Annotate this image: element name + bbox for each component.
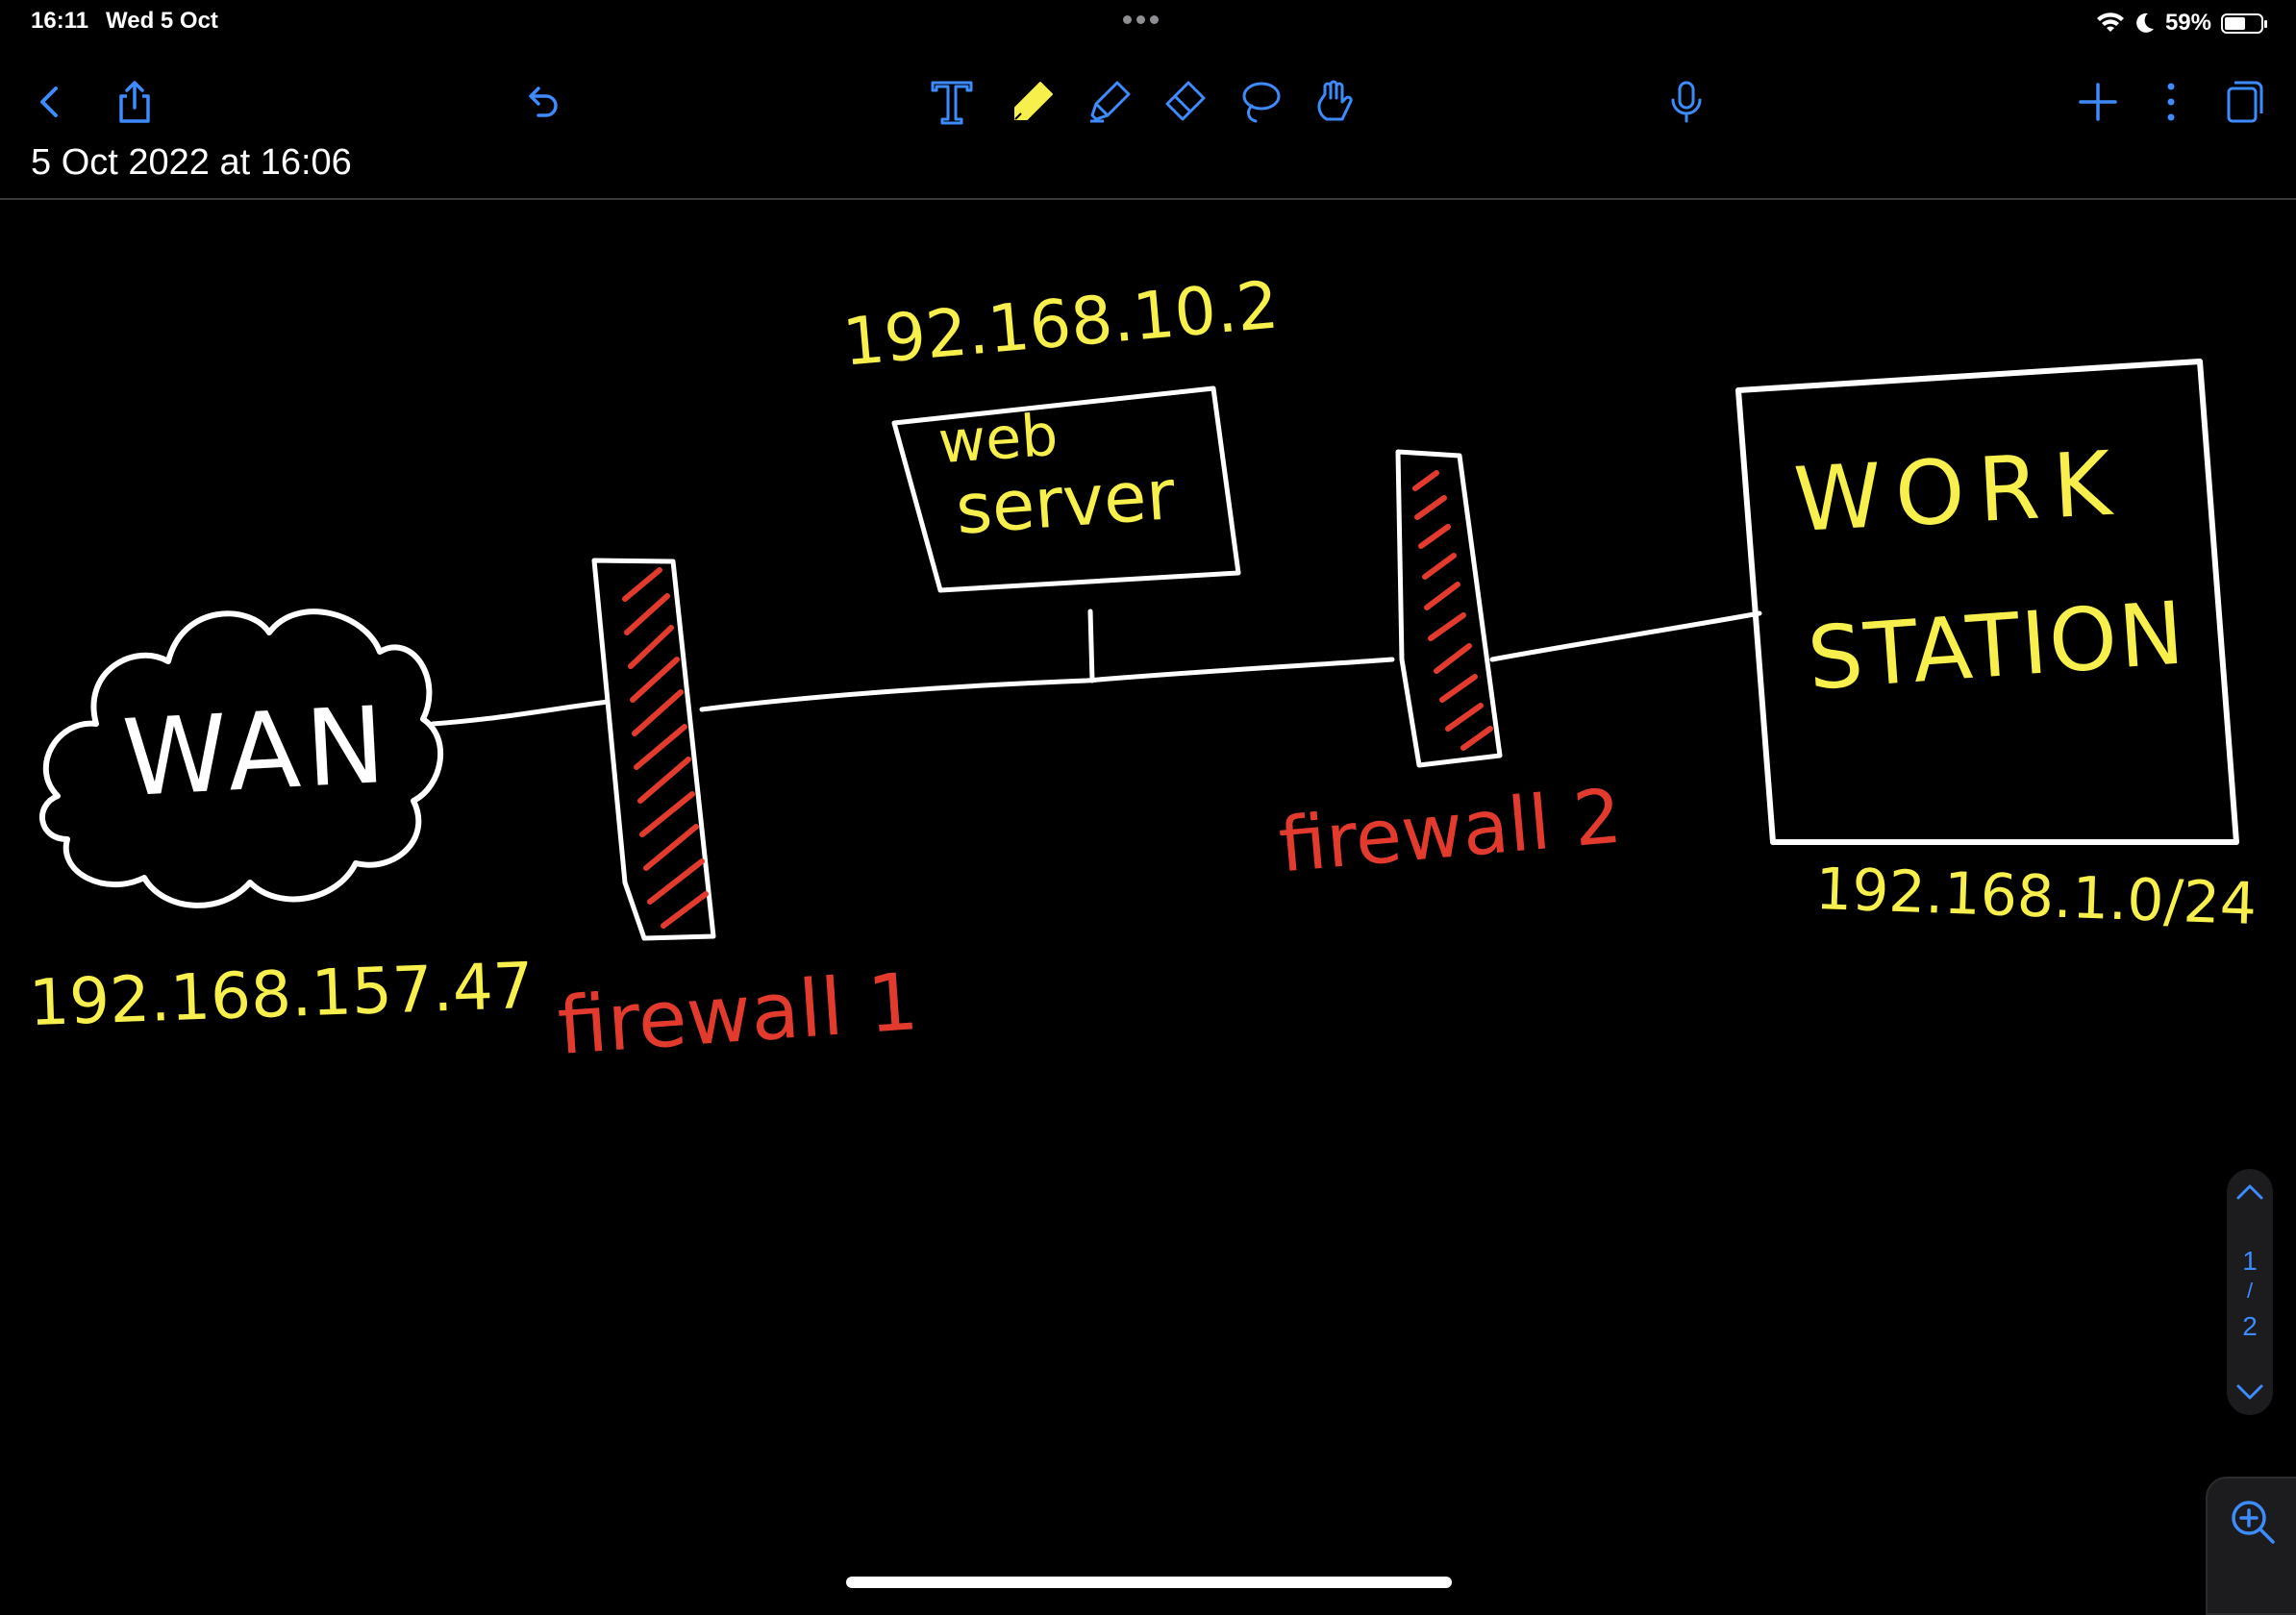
- wan-cloud: [39, 609, 443, 908]
- lasso-icon: [1242, 82, 1281, 123]
- wan-label: WAN: [119, 683, 394, 821]
- status-date: Wed 5 Oct: [106, 8, 218, 34]
- touch-draw-button[interactable]: [1306, 73, 1363, 131]
- zoom-in-icon: [2232, 1501, 2275, 1544]
- lasso-tool-button[interactable]: [1231, 73, 1288, 131]
- page-down-icon[interactable]: [2236, 1382, 2263, 1402]
- undo-button[interactable]: [513, 73, 571, 131]
- add-icon: [2079, 83, 2117, 121]
- share-button[interactable]: [106, 73, 163, 131]
- page-separator: /: [2246, 1279, 2254, 1303]
- page-up-icon[interactable]: [2236, 1182, 2263, 1202]
- workstation-box: [1735, 359, 2239, 845]
- pages-button[interactable]: [2215, 73, 2273, 131]
- back-icon: [40, 87, 58, 117]
- record-audio-button[interactable]: [1658, 73, 1715, 131]
- multitasking-dots-icon[interactable]: [1123, 12, 1173, 31]
- eraser-tool-button[interactable]: [1156, 73, 1213, 131]
- pages-icon: [2227, 81, 2263, 123]
- toolbar: [0, 58, 2296, 144]
- web-server-box: [891, 385, 1241, 593]
- undo-icon: [529, 87, 558, 117]
- moon-icon: [2136, 12, 2154, 33]
- link-firewall2-workstation: [1489, 610, 1762, 662]
- wifi-icon: [2096, 12, 2124, 32]
- text-tool-icon: [931, 81, 973, 125]
- link-firewall1-firewall2: [699, 657, 1395, 712]
- firewall-2: [1395, 449, 1503, 768]
- eraser-icon: [1165, 81, 1206, 121]
- zoom-button[interactable]: [2206, 1477, 2296, 1615]
- more-icon: [2167, 83, 2175, 121]
- battery-icon: [2221, 12, 2267, 34]
- note-title[interactable]: 5 Oct 2022 at 16:06: [31, 142, 352, 183]
- link-web-server: [1087, 609, 1095, 683]
- link-wan-firewall1: [430, 699, 611, 727]
- status-bar: 16:11 Wed 5 Oct 59%: [0, 0, 2296, 46]
- battery-percent: 59%: [2164, 10, 2211, 36]
- text-tool-button[interactable]: [923, 73, 981, 131]
- status-indicators: 59%: [2096, 8, 2267, 38]
- more-options-button[interactable]: [2142, 73, 2200, 131]
- current-page-number: 1: [2242, 1246, 2258, 1276]
- back-button[interactable]: [21, 73, 79, 131]
- pen-tool-button[interactable]: [1004, 73, 1061, 131]
- firewall-1: [591, 558, 716, 941]
- add-page-button[interactable]: [2069, 73, 2127, 131]
- note-title-bar: 5 Oct 2022 at 16:06: [0, 142, 2296, 200]
- drawing-canvas[interactable]: WAN 192.168.157.47 firewall 1 192.168.10…: [0, 200, 2296, 1603]
- page-navigator: 1 / 2: [2227, 1169, 2273, 1415]
- status-time: 16:11: [31, 8, 89, 34]
- battery-level: [2225, 16, 2246, 30]
- share-icon: [119, 81, 150, 123]
- touch-draw-icon: [1317, 80, 1353, 121]
- home-indicator[interactable]: [846, 1577, 1452, 1588]
- pen-icon: [1014, 82, 1053, 120]
- microphone-icon: [1671, 81, 1702, 123]
- highlighter-icon: [1090, 81, 1131, 123]
- web-server-label-line2: server: [953, 454, 1178, 550]
- highlighter-tool-button[interactable]: [1081, 73, 1138, 131]
- workstation-label-line1: WORK: [1791, 432, 2128, 552]
- total-pages-number: 2: [2242, 1311, 2258, 1341]
